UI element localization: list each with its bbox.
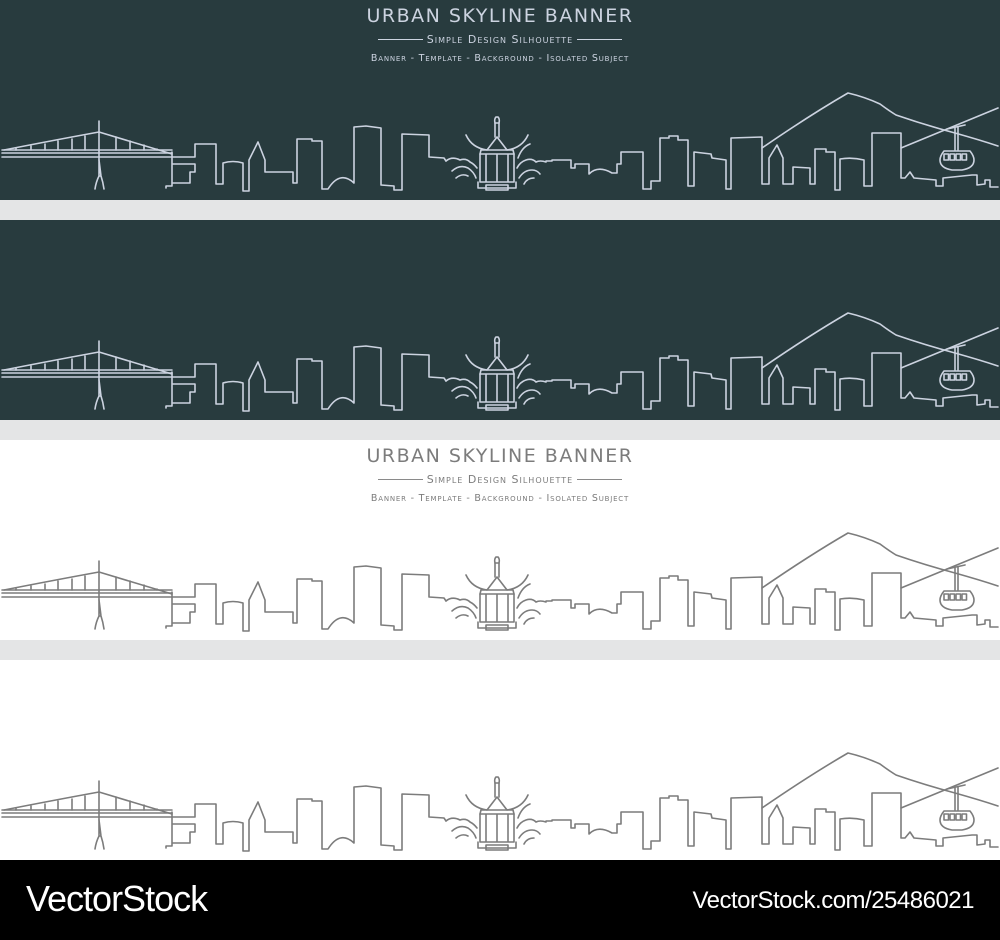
banner-subtitle: Simple Design Silhouette xyxy=(426,473,574,486)
vectorstock-logo: VectorStock xyxy=(26,878,208,919)
banner-subtitle: Simple Design Silhouette xyxy=(426,33,574,46)
separator-strip xyxy=(0,640,1000,660)
subtitle-row: Simple Design Silhouette xyxy=(0,473,1000,486)
separator-strip xyxy=(0,200,1000,220)
divider-line-left xyxy=(377,479,423,480)
skyline-illustration xyxy=(0,660,1000,860)
separator-strip xyxy=(0,420,1000,440)
watermark-footer: VectorStock VectorStock.com/25486021 xyxy=(0,860,1000,940)
banner-dark-with-title: URBAN SKYLINE BANNER Simple Design Silho… xyxy=(0,0,1000,200)
banner-light-with-title: URBAN SKYLINE BANNER Simple Design Silho… xyxy=(0,440,1000,640)
stock-image-url: VectorStock.com/25486021 xyxy=(692,887,974,914)
banner-title: URBAN SKYLINE BANNER xyxy=(366,5,634,27)
skyline-illustration xyxy=(0,0,1000,200)
skyline-illustration xyxy=(0,220,1000,420)
banner-tagline: Banner - Template - Background - Isolate… xyxy=(370,53,630,64)
banner-dark-plain xyxy=(0,220,1000,420)
banner-tagline: Banner - Template - Background - Isolate… xyxy=(370,493,630,504)
divider-line-right xyxy=(577,39,623,40)
banner-light-plain xyxy=(0,660,1000,860)
banner-title: URBAN SKYLINE BANNER xyxy=(366,445,634,467)
subtitle-row: Simple Design Silhouette xyxy=(0,33,1000,46)
skyline-illustration xyxy=(0,440,1000,640)
divider-line-right xyxy=(577,479,623,480)
divider-line-left xyxy=(377,39,423,40)
